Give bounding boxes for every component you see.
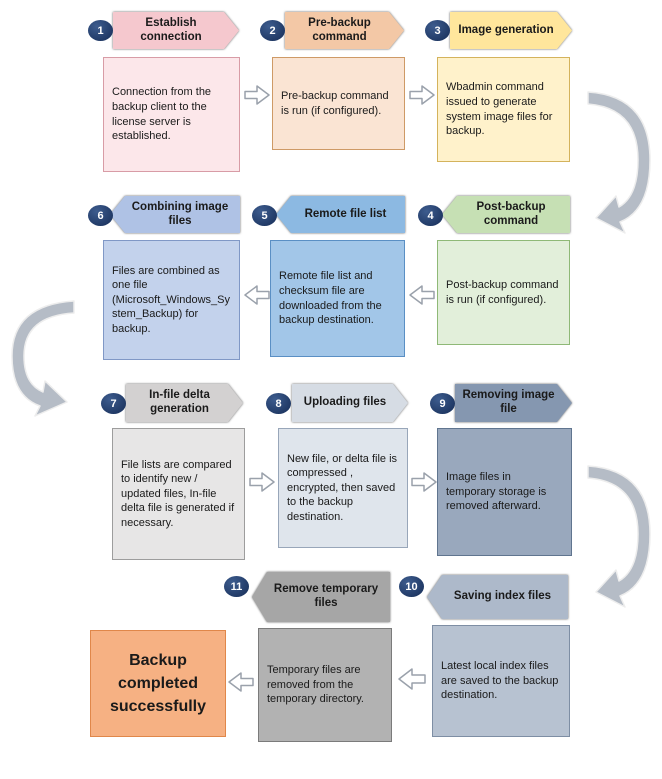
curved-arrow-row2-to-row3-icon <box>11 300 75 417</box>
step-9-box: Image files in temporary storage is remo… <box>437 428 572 556</box>
step-6-box: Files are combined as one file (Microsof… <box>103 240 240 360</box>
arrow-step4-to-step5-icon <box>409 285 435 305</box>
arrow-step2-to-step3-icon <box>409 85 435 105</box>
step-4-banner: Post-backup command <box>442 196 570 233</box>
step-11-body: Temporary files are removed from the tem… <box>267 664 364 706</box>
final-status-box: Backup completed successfully <box>90 630 226 737</box>
step-10-box: Latest local index files are saved to th… <box>432 625 570 737</box>
step-9-number-badge: 9 <box>430 393 455 414</box>
step-2-number-badge: 2 <box>260 20 285 41</box>
step-6-body: Files are combined as one file (Microsof… <box>112 264 230 335</box>
step-2-body: Pre-backup command is run (if configured… <box>281 89 389 117</box>
step-8-box: New file, or delta file is compressed , … <box>278 428 408 548</box>
step-4-title: Post-backup command <box>476 200 546 227</box>
step-10-title: Saving index files <box>453 590 552 603</box>
step-11-title: Remove temporary files <box>273 583 379 609</box>
step-8-banner: Uploading files <box>292 384 408 422</box>
step-5-body: Remote file list and checksum file are d… <box>279 270 382 327</box>
step-11-banner: Remove temporary files <box>252 572 390 622</box>
step-7-box: File lists are compared to identify new … <box>112 428 245 560</box>
step-1-title: Establish connection <box>140 16 202 43</box>
step-5-number-badge: 5 <box>252 205 277 226</box>
step-6-number-badge: 6 <box>88 205 113 226</box>
step-7-body: File lists are compared to identify new … <box>121 458 235 529</box>
step-3-body: Wbadmin command issued to generate syste… <box>446 81 553 138</box>
step-8-number-badge: 8 <box>266 393 291 414</box>
curved-arrow-row1-to-row2-icon <box>587 91 651 234</box>
arrow-step8-to-step9-icon <box>411 472 437 492</box>
step-3-banner: Image generation <box>450 12 572 49</box>
step-2-banner: Pre-backup command <box>285 12 404 49</box>
curved-arrow-row3-to-row4-icon <box>587 465 651 608</box>
step-7-title: In-file delta generation <box>149 389 210 415</box>
step-2-title: Pre-backup command <box>308 16 371 43</box>
step-9-banner: Removing image file <box>455 384 572 422</box>
arrow-step7-to-step8-icon <box>249 472 275 492</box>
step-1-body: Connection from the backup client to the… <box>112 86 212 143</box>
step-6-banner: Combining image files <box>110 196 240 233</box>
step-7-banner: In-file delta generation <box>126 384 243 422</box>
step-1-box: Connection from the backup client to the… <box>103 57 240 172</box>
step-8-title: Uploading files <box>303 396 387 409</box>
step-2-box: Pre-backup command is run (if configured… <box>272 57 405 150</box>
step-9-title: Removing image file <box>462 389 555 415</box>
step-5-banner: Remote file list <box>276 196 405 233</box>
step-1-number-badge: 1 <box>88 20 113 41</box>
arrow-step11-to-final-icon <box>228 672 254 692</box>
step-4-number-badge: 4 <box>418 205 443 226</box>
arrow-step10-to-step11-icon <box>398 668 426 690</box>
arrow-step5-to-step6-icon <box>244 285 270 305</box>
step-11-box: Temporary files are removed from the tem… <box>258 628 392 742</box>
step-3-box: Wbadmin command issued to generate syste… <box>437 57 570 162</box>
step-4-box: Post-backup command is run (if configure… <box>437 240 570 345</box>
step-7-number-badge: 7 <box>101 393 126 414</box>
step-3-title: Image generation <box>458 23 554 36</box>
step-5-title: Remote file list <box>304 207 387 220</box>
step-4-body: Post-backup command is run (if configure… <box>446 278 559 306</box>
arrow-step1-to-step2-icon <box>244 85 270 105</box>
step-1-banner: Establish connection <box>113 12 239 49</box>
final-status-label: Backup completed successfully <box>109 651 207 716</box>
step-3-number-badge: 3 <box>425 20 450 41</box>
step-8-body: New file, or delta file is compressed , … <box>287 452 398 523</box>
step-10-body: Latest local index files are saved to th… <box>441 660 559 702</box>
step-11-number-badge: 11 <box>224 576 249 597</box>
step-9-body: Image files in temporary storage is remo… <box>446 471 547 513</box>
step-10-number-badge: 10 <box>399 576 424 597</box>
step-5-box: Remote file list and checksum file are d… <box>270 240 405 357</box>
step-10-banner: Saving index files <box>427 575 568 619</box>
step-6-title: Combining image files <box>131 200 229 227</box>
